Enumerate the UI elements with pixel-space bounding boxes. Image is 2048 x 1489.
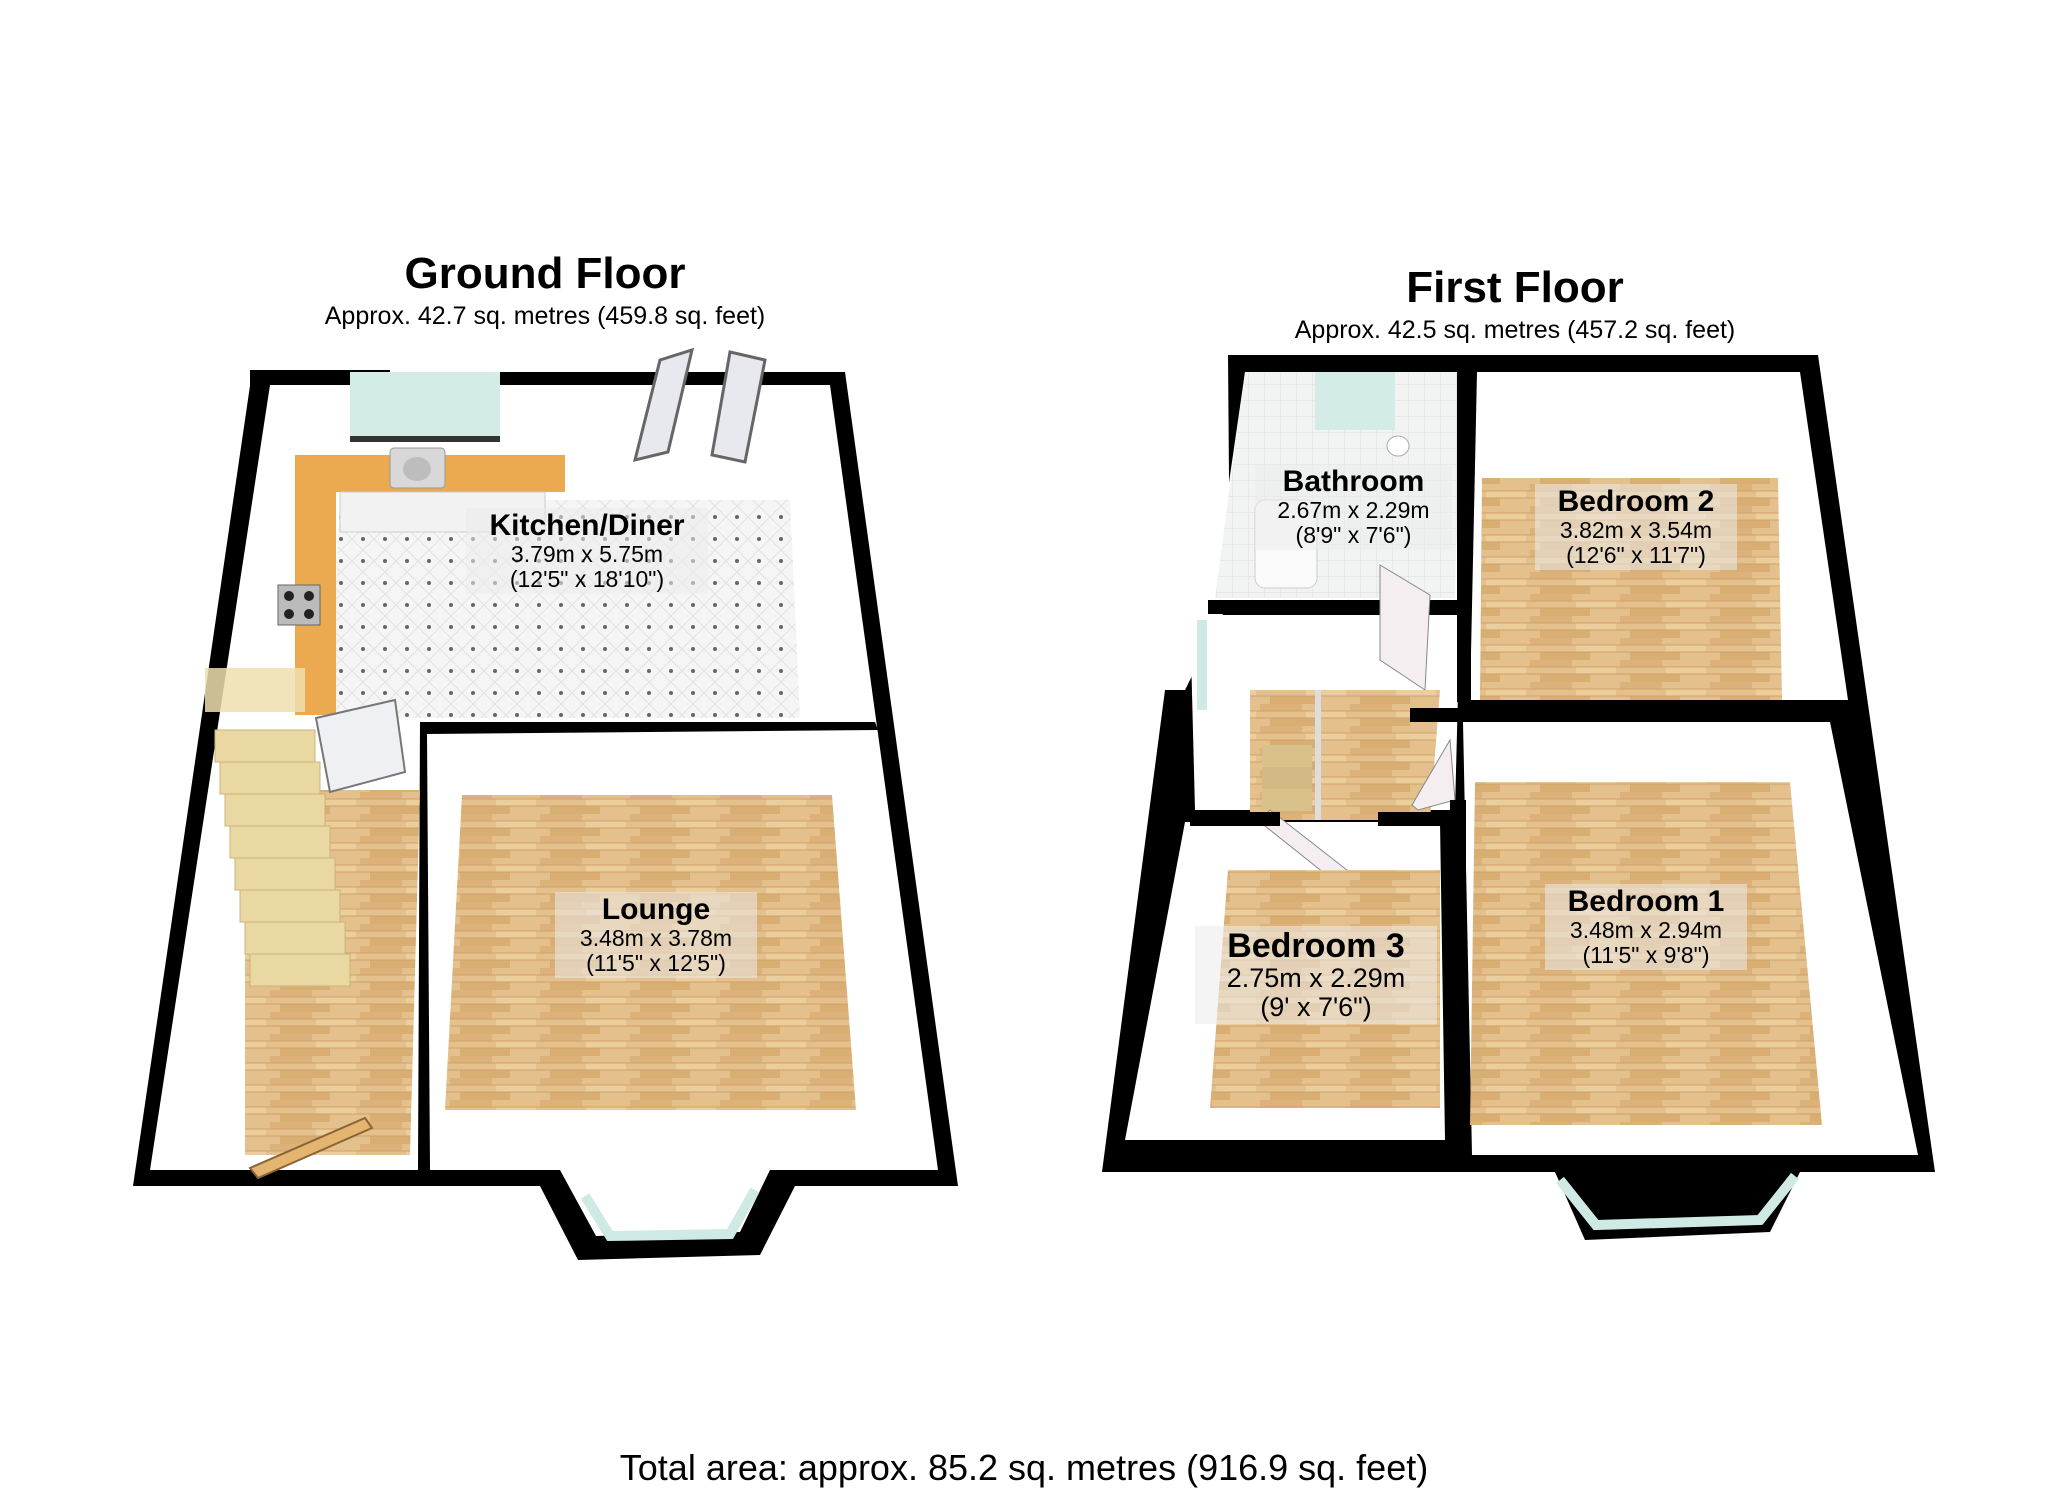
- room-name: Bedroom 2: [1557, 485, 1715, 518]
- french-doors-icon: [632, 347, 767, 464]
- room-dimensions-imperial: (11'5" x 9'8"): [1582, 942, 1710, 968]
- first-floor-title: First Floor: [1406, 263, 1624, 312]
- kitchen-door-icon: [314, 698, 407, 794]
- room-name: Bedroom 3: [1227, 927, 1405, 965]
- front-door-icon: [248, 1116, 374, 1180]
- kitchen-worktop: [295, 455, 565, 715]
- room-dimensions-metric: 2.67m x 2.29m: [1277, 497, 1430, 523]
- room-dimensions-metric: 3.79m x 5.75m: [510, 541, 664, 567]
- stairs-icon: [205, 668, 351, 987]
- room-name: Lounge: [601, 893, 711, 926]
- ground-floor-title: Ground Floor: [404, 249, 686, 298]
- total-area: Total area: approx. 85.2 sq. metres (916…: [619, 1447, 1429, 1488]
- hob-icon: [277, 584, 321, 626]
- room-dimensions-imperial: (11'5" x 12'5"): [586, 950, 726, 976]
- room-dimensions-imperial: (12'5" x 18'10"): [509, 566, 665, 592]
- room-dimensions-imperial: (8'9" x 7'6"): [1295, 522, 1412, 548]
- first-floor-area: Approx. 42.5 sq. metres (457.2 sq. feet): [1294, 316, 1736, 344]
- room-dimensions-metric: 3.82m x 3.54m: [1559, 517, 1713, 543]
- room-name: Bedroom 1: [1567, 885, 1725, 918]
- ground-floor-plan: [133, 347, 958, 1260]
- room-label-bedroom-1: Bedroom 1 3.48m x 2.94m (11'5" x 9'8"): [1545, 884, 1747, 970]
- room-dimensions-imperial: (12'6" x 11'7"): [1566, 542, 1706, 568]
- toilet-icon: [1386, 435, 1410, 457]
- ground-floor-area: Approx. 42.7 sq. metres (459.8 sq. feet): [324, 302, 766, 330]
- room-label-lounge: Lounge 3.48m x 3.78m (11'5" x 12'5"): [555, 892, 757, 978]
- room-dimensions-imperial: (9' x 7'6"): [1260, 992, 1372, 1022]
- room-name: Kitchen/Diner: [489, 509, 685, 542]
- first-floor-plan: [1102, 355, 1935, 1240]
- room-name: Bathroom: [1282, 465, 1425, 498]
- room-label-bathroom: Bathroom 2.67m x 2.29m (8'9" x 7'6"): [1255, 464, 1452, 550]
- stairs-icon: [1262, 745, 1312, 811]
- room-label-kitchen-diner: Kitchen/Diner 3.79m x 5.75m (12'5" x 18'…: [466, 508, 708, 594]
- room-label-bedroom-3: Bedroom 3 2.75m x 2.29m (9' x 7'6"): [1195, 926, 1437, 1024]
- room-dimensions-metric: 3.48m x 3.78m: [579, 925, 733, 951]
- room-dimensions-metric: 3.48m x 2.94m: [1569, 917, 1723, 943]
- room-dimensions-metric: 2.75m x 2.29m: [1226, 963, 1406, 993]
- room-label-bedroom-2: Bedroom 2 3.82m x 3.54m (12'6" x 11'7"): [1535, 484, 1737, 570]
